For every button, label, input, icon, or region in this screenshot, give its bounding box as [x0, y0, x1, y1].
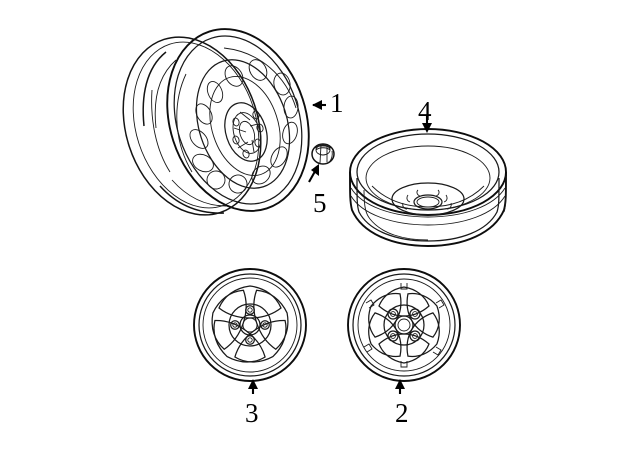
part-1-steel-wheel — [122, 28, 310, 216]
callout-leader-3 — [248, 379, 258, 394]
callout-leader-1 — [312, 100, 326, 110]
part-4-compact-spare-rim — [349, 128, 507, 247]
callout-leader-2 — [395, 379, 405, 394]
part-3-alloy-wheel-five-spoke — [193, 268, 307, 382]
callout-leader-4 — [422, 116, 432, 133]
callout-label-4: 4 — [418, 96, 432, 126]
callout-label-2: 2 — [395, 398, 409, 428]
callout-leader-5 — [308, 164, 319, 183]
part-2-alloy-wheel-six-spoke — [347, 268, 461, 382]
callout-label-1: 1 — [330, 88, 344, 118]
part-5-lug-nut — [311, 143, 335, 165]
callout-label-5: 5 — [313, 188, 327, 218]
callout-label-3: 3 — [245, 398, 259, 428]
